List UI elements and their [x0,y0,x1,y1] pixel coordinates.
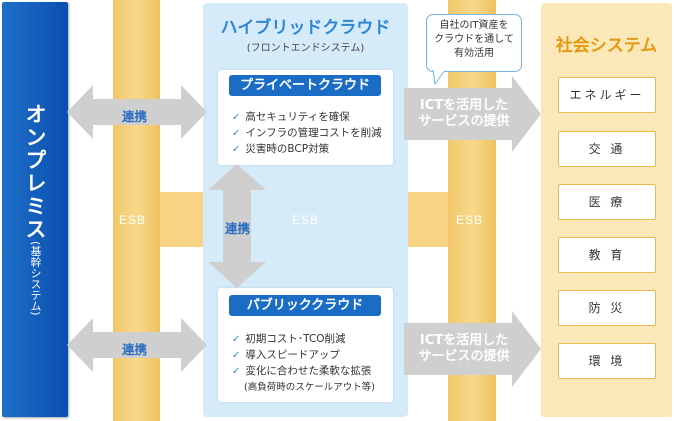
private-cloud-title: プライベートクラウド [229,75,381,96]
social-item-energy: エネルギー [558,77,656,113]
public-cloud-item: ✓変化に合わせた柔軟な拡張 [232,365,372,377]
public-cloud-title: パブリッククラウド [229,295,381,316]
ict-arrow-top [404,76,541,152]
ict-arrow-bottom [404,311,541,387]
public-cloud-item: ✓導入スピードアップ [232,349,340,361]
social-system-title: 社会システム [555,36,658,56]
link-label-bottom: 連携 [122,342,148,357]
link-label-top: 連携 [122,109,148,124]
link-arrow-top [67,85,207,139]
esb-label-center: ESB [292,213,320,227]
private-cloud-item: ✓高セキュリティを確保 [232,111,350,123]
esb-label-left: ESB [119,213,147,227]
link-arrow-bottom [67,318,207,372]
social-item-disaster-prevention: 防 災 [558,290,656,326]
callout-tail [432,70,446,86]
public-cloud-note: (高負荷時のスケールアウト等) [244,382,375,393]
onpremise-title: オンプレミス [23,103,47,242]
callout-bubble [426,14,522,72]
ict-label-bottom: ICTを活用したサービスの提供 [418,333,510,364]
onpremise-subtitle: (基幹システム) [29,241,42,316]
link-arrow-vertical [208,164,266,288]
check-icon: ✓ [232,366,241,377]
social-item-environment: 環 境 [558,343,656,379]
social-item-transport: 交 通 [558,131,656,167]
hybrid-cloud-title: ハイブリッドクラウド [220,18,391,38]
social-item-education: 教 育 [558,237,656,273]
onpremise-bar: オンプレミス(基幹システム) [2,2,68,417]
private-cloud-item: ✓災害時のBCP対策 [232,143,330,155]
private-cloud-item: ✓インフラの管理コストを削減 [232,127,382,139]
esb-label-right: ESB [456,213,484,227]
hybrid-cloud-subtitle: (フロントエンドシステム) [246,43,365,54]
check-icon: ✓ [232,144,241,155]
check-icon: ✓ [232,112,241,123]
social-item-medical: 医 療 [558,184,656,220]
check-icon: ✓ [232,128,241,139]
ict-label-top: ICTを活用したサービスの提供 [418,98,510,129]
check-icon: ✓ [232,334,241,345]
check-icon: ✓ [232,350,241,361]
link-label-middle: 連携 [225,221,251,236]
public-cloud-item: ✓初期コスト･TCO削減 [232,333,346,345]
callout-text: 自社のIT資産をクラウドを通して有効活用 [434,20,514,59]
